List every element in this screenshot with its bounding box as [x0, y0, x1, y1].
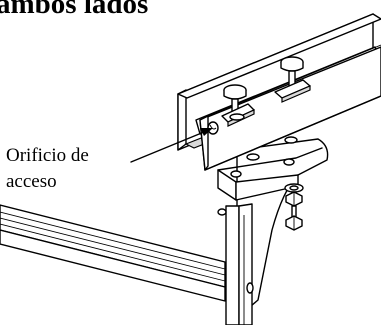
t-bolt-right	[274, 56, 311, 103]
nut-assembly	[230, 158, 304, 231]
access-hole-label: Orificio de acceso	[6, 143, 126, 195]
t-bolt-left	[221, 84, 255, 127]
rail	[0, 204, 226, 302]
callout-arrow	[130, 128, 213, 163]
access-hole-label-line1: Orificio de	[6, 145, 89, 166]
page-heading: ambos lados	[0, 0, 149, 20]
access-hole-label-line2: acceso	[6, 171, 57, 192]
bracket	[217, 138, 329, 325]
